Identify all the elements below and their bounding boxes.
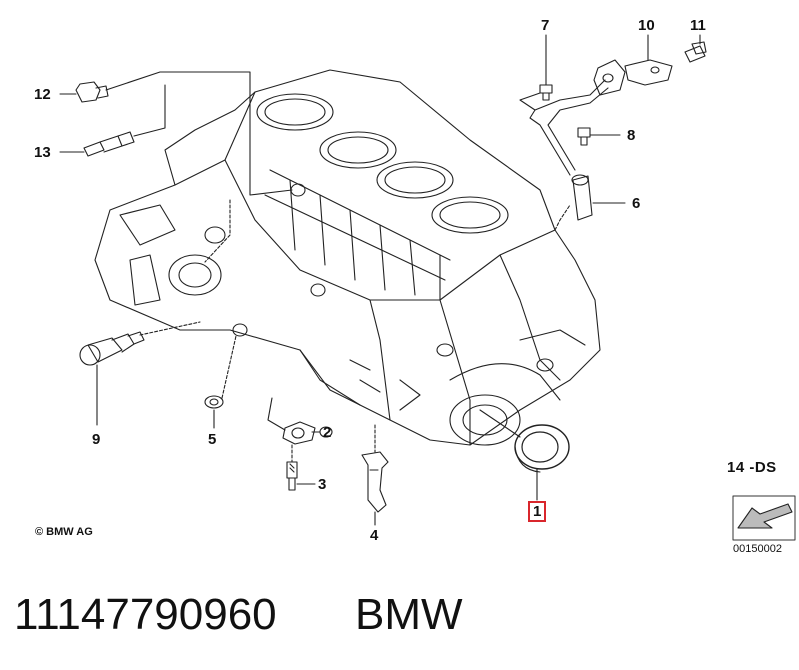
bolt-part-11 [684,41,707,63]
engine-block [94,69,601,446]
section-code: 14 -DS [727,459,777,476]
leader-line-7b [519,92,541,111]
leader-line-9b [139,321,201,336]
callout-1: 1 [528,501,547,522]
bolt-part-8 [577,127,591,146]
plug-part-12 [75,81,109,103]
shaft-seal-part [514,424,570,473]
callout-3: 3 [318,476,327,493]
leader-line-1b [479,409,521,438]
view-direction-arrow-icon [732,495,796,541]
callout-13: 13 [34,144,51,161]
part-number: 11147790960 [14,590,277,639]
image-number: 00150002 [733,543,782,555]
pipe-part-6 [529,79,609,221]
leader-line-6b [554,204,571,231]
callout-4: 4 [370,527,379,544]
callout-2: 2 [323,424,332,441]
washer-part-5 [204,395,224,409]
callout-7: 7 [541,17,550,34]
bolt-part-7 [539,84,553,101]
bolt-part-3 [286,461,298,491]
leader-line-13-block [133,84,166,137]
callout-11: 11 [690,17,706,34]
leader-line-13b [204,199,231,263]
engine-block-exploded-diagram [59,34,796,541]
callout-9: 9 [92,431,101,448]
bracket-part-4 [361,451,389,513]
callout-8: 8 [627,127,636,144]
brand-name: BMW [355,590,463,639]
leader-line-12-block [105,71,293,196]
leader-line-5b [221,335,237,399]
callout-6: 6 [632,195,641,212]
fitting-part-13 [83,131,135,157]
bracket-part-10 [593,59,673,96]
copyright-notice: © BMW AG [35,526,93,538]
callout-5: 5 [208,431,217,448]
callout-12: 12 [34,86,51,103]
callout-10: 10 [638,17,655,34]
sender-part-9 [79,331,145,366]
